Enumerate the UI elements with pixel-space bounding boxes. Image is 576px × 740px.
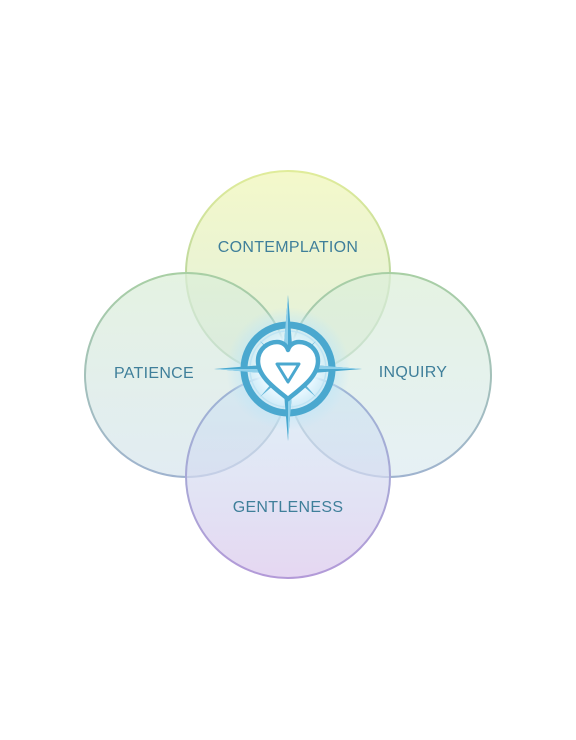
label-gentleness: GENTLENESS	[233, 499, 344, 516]
label-contemplation: CONTEMPLATION	[218, 239, 359, 256]
heart-icon	[255, 339, 321, 402]
triangle-icon	[275, 362, 301, 384]
label-inquiry: INQUIRY	[379, 364, 448, 381]
compass-heart-icon	[214, 295, 362, 441]
label-patience: PATIENCE	[114, 365, 194, 382]
